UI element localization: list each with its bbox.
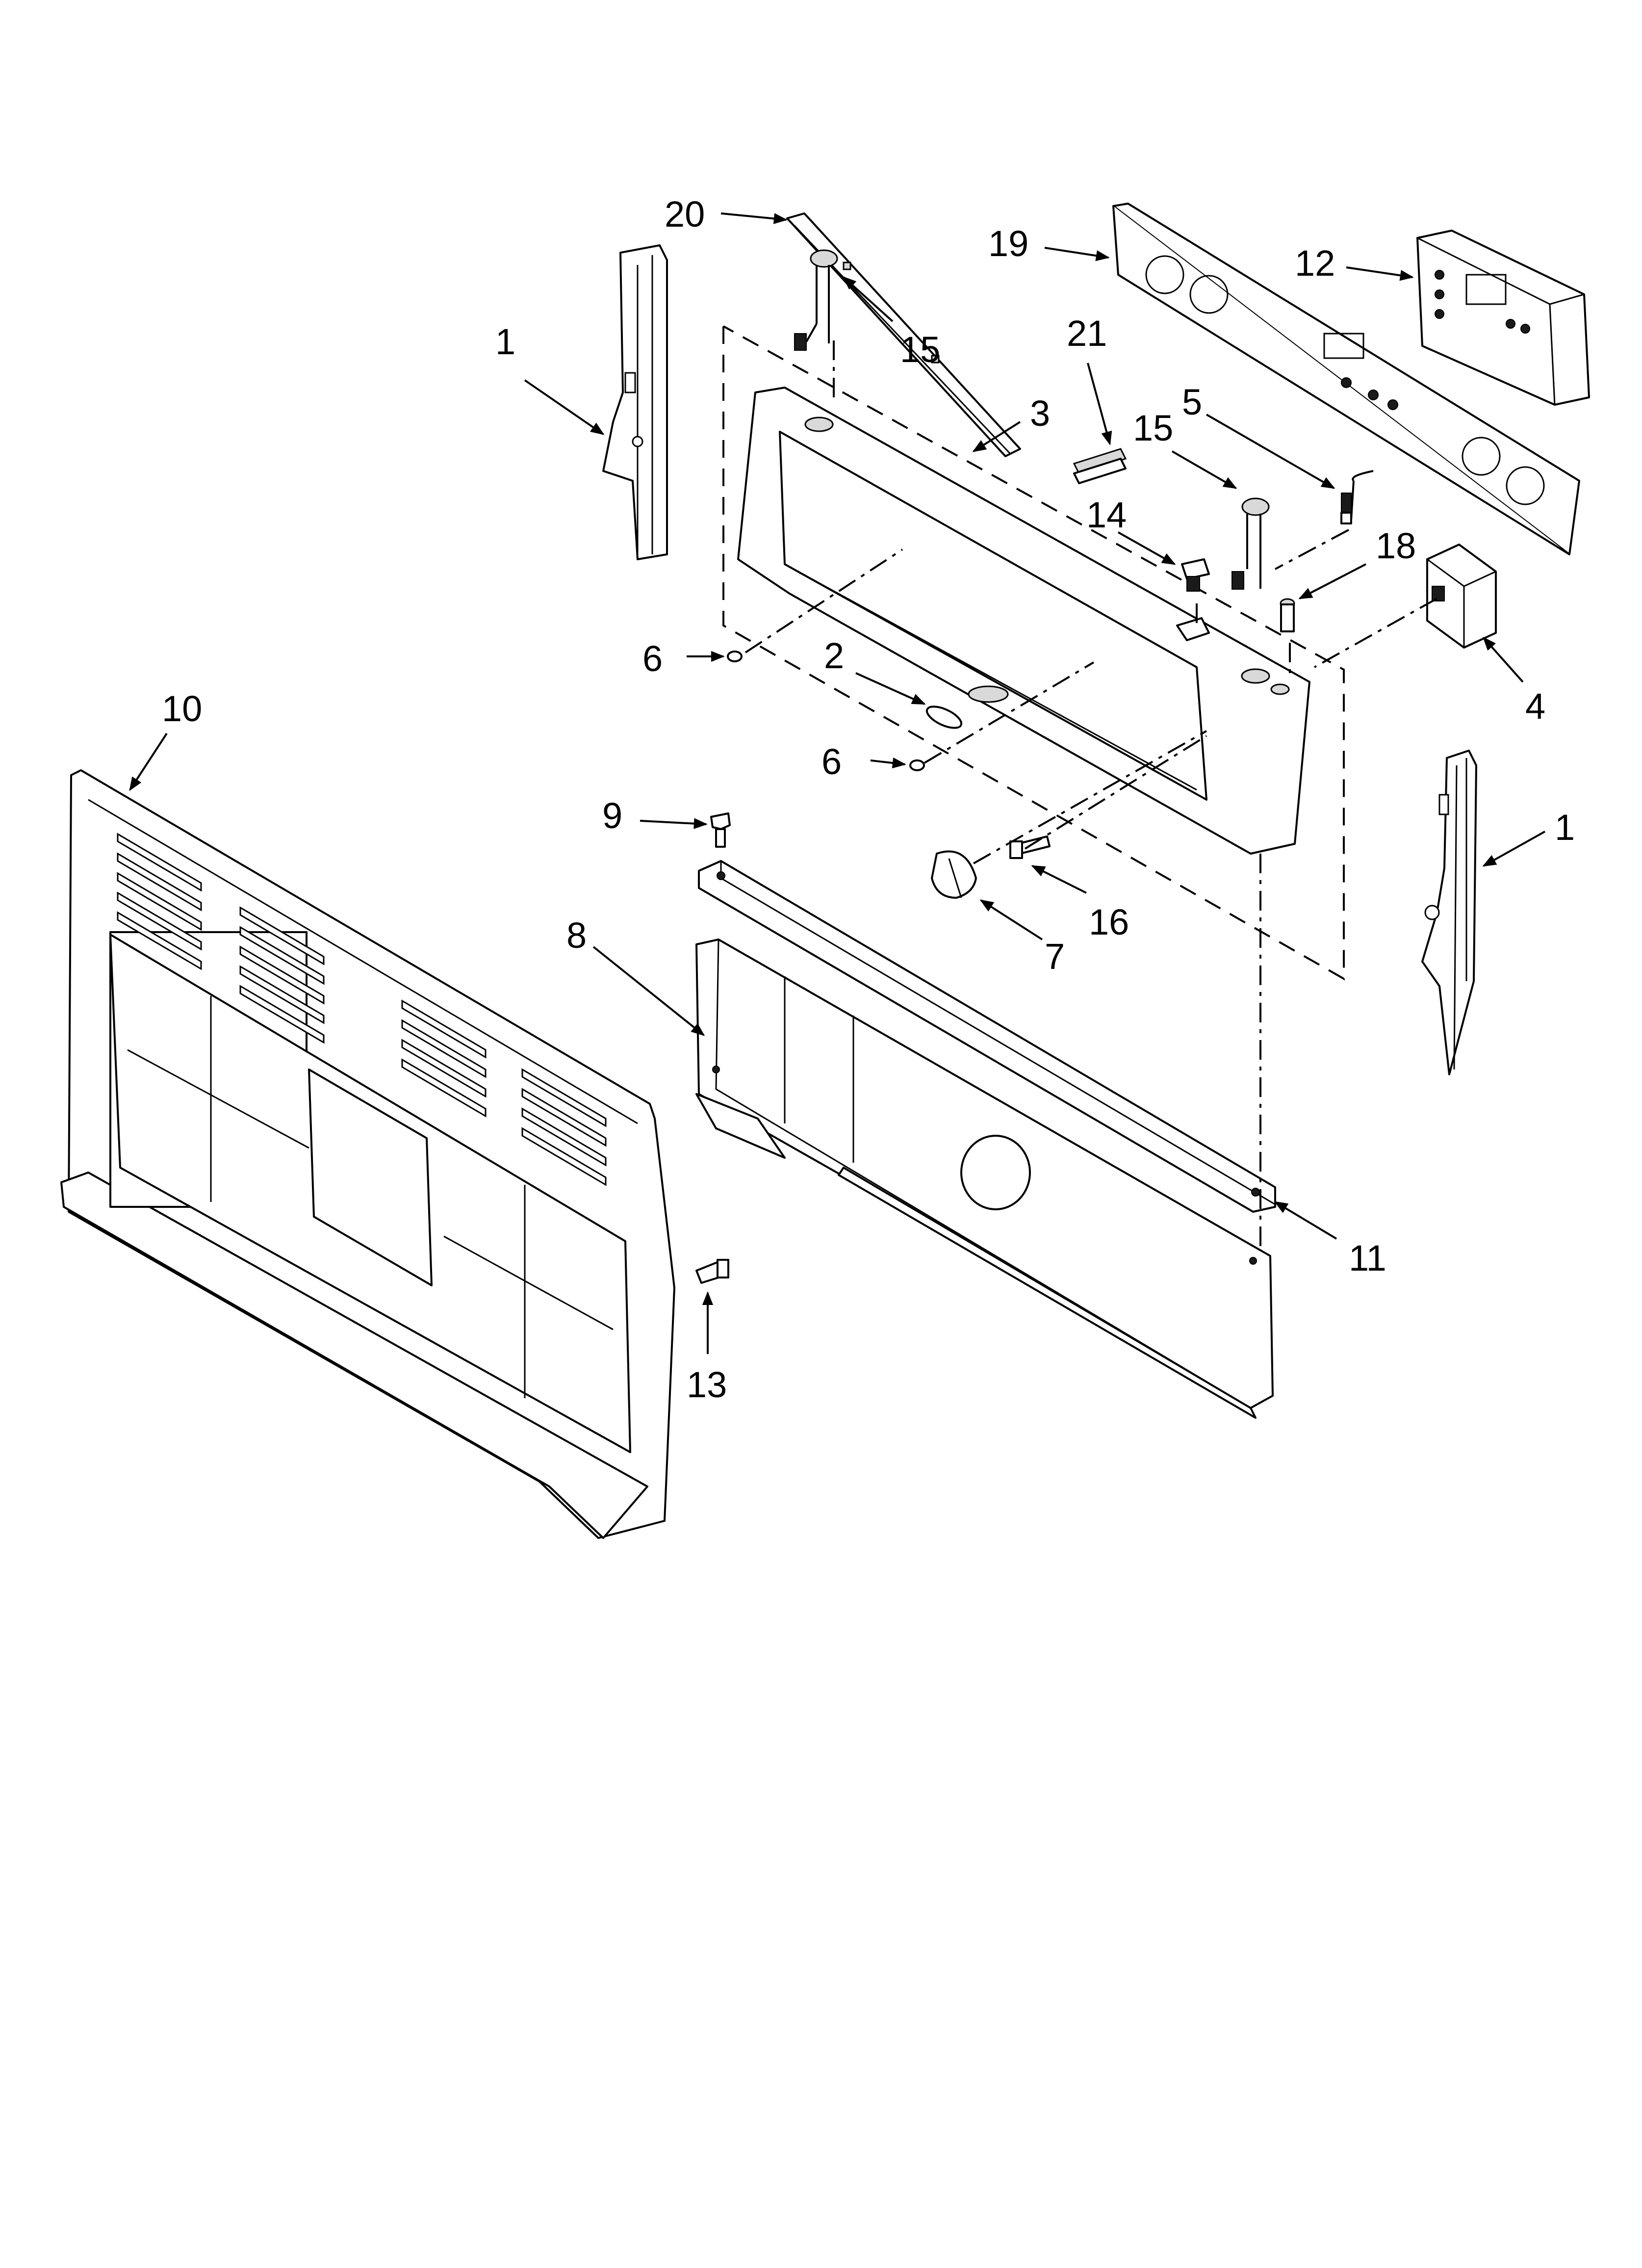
console bbox=[737, 387, 1310, 855]
callout-16: 16 bbox=[1089, 902, 1129, 942]
switch-right bbox=[1232, 497, 1270, 590]
screw-6-bottom bbox=[909, 759, 925, 771]
leader-arrows bbox=[129, 212, 1545, 1354]
leader-15a bbox=[842, 276, 894, 322]
leader-19 bbox=[1044, 247, 1110, 261]
leader-21 bbox=[1087, 363, 1112, 445]
leader-14 bbox=[1118, 531, 1176, 565]
leader-10 bbox=[129, 732, 168, 791]
leader-12 bbox=[1346, 266, 1414, 281]
leader-8 bbox=[592, 946, 705, 1036]
side-bracket-left bbox=[602, 244, 668, 560]
trim-strip bbox=[786, 212, 1021, 457]
callout-3: 3 bbox=[1030, 393, 1050, 434]
lens-2 bbox=[925, 705, 963, 729]
callout-2: 2 bbox=[824, 635, 844, 676]
leader-9 bbox=[640, 818, 708, 829]
vents-group-2 bbox=[239, 906, 325, 1044]
callout-4: 4 bbox=[1525, 686, 1545, 727]
callout-21: 21 bbox=[1067, 313, 1107, 354]
callout-20: 20 bbox=[665, 194, 705, 235]
clip-21 bbox=[1073, 448, 1127, 484]
callout-6-bottom: 6 bbox=[821, 741, 842, 782]
leader-2 bbox=[855, 672, 926, 705]
leader-18 bbox=[1298, 563, 1366, 600]
callout-15-top: 15 bbox=[900, 329, 940, 370]
leader-16 bbox=[1031, 865, 1087, 894]
leader-3 bbox=[972, 421, 1021, 452]
wire-harness bbox=[1340, 470, 1374, 524]
callout-7: 7 bbox=[1045, 936, 1065, 977]
screw-9 bbox=[710, 812, 731, 848]
leader-6b bbox=[870, 757, 906, 769]
vents-group-1 bbox=[117, 833, 202, 970]
assembly-outline bbox=[722, 325, 1345, 981]
backguard-8 bbox=[695, 938, 1274, 1419]
callout-10: 10 bbox=[162, 688, 202, 729]
screw-13 bbox=[695, 1259, 729, 1284]
assembly-lines bbox=[744, 339, 1437, 1251]
vents-group-3 bbox=[401, 999, 487, 1118]
lamp-18 bbox=[1280, 598, 1295, 632]
control-panel-overlay bbox=[1112, 203, 1580, 555]
vents-group-4 bbox=[521, 1068, 607, 1186]
callout-1-left: 1 bbox=[495, 321, 515, 362]
callout-14: 14 bbox=[1086, 495, 1127, 535]
callout-5: 5 bbox=[1182, 382, 1202, 422]
callout-13: 13 bbox=[687, 1364, 727, 1405]
callout-1-right: 1 bbox=[1555, 807, 1575, 848]
leader-4 bbox=[1483, 636, 1524, 683]
leader-20 bbox=[720, 212, 788, 224]
callout-18: 18 bbox=[1376, 525, 1416, 566]
callout-8: 8 bbox=[566, 915, 587, 956]
callout-15-right: 15 bbox=[1133, 408, 1173, 448]
switch-left bbox=[794, 249, 838, 351]
callout-12: 12 bbox=[1295, 243, 1335, 284]
knob-7 bbox=[931, 850, 977, 899]
electronic-control bbox=[1416, 230, 1590, 406]
indicator-light bbox=[1176, 558, 1210, 641]
callout-6-top: 6 bbox=[642, 638, 663, 679]
callout-11: 11 bbox=[1349, 1238, 1386, 1278]
leader-11 bbox=[1274, 1201, 1337, 1240]
leader-7 bbox=[979, 899, 1043, 940]
callout-19: 19 bbox=[988, 223, 1028, 264]
leader-1b bbox=[1482, 831, 1545, 867]
leader-15b bbox=[1172, 450, 1237, 489]
side-bracket-right bbox=[1421, 750, 1477, 1075]
leader-1a bbox=[524, 379, 605, 435]
leader-5 bbox=[1206, 414, 1335, 489]
switch-box bbox=[1426, 544, 1497, 649]
screw-6-top bbox=[727, 651, 743, 662]
rear-panel-10 bbox=[60, 769, 675, 1539]
callout-labels: 20 19 12 15 21 1 3 5 15 14 18 6 2 4 10 6… bbox=[162, 194, 1575, 1405]
callout-9: 9 bbox=[602, 795, 622, 836]
